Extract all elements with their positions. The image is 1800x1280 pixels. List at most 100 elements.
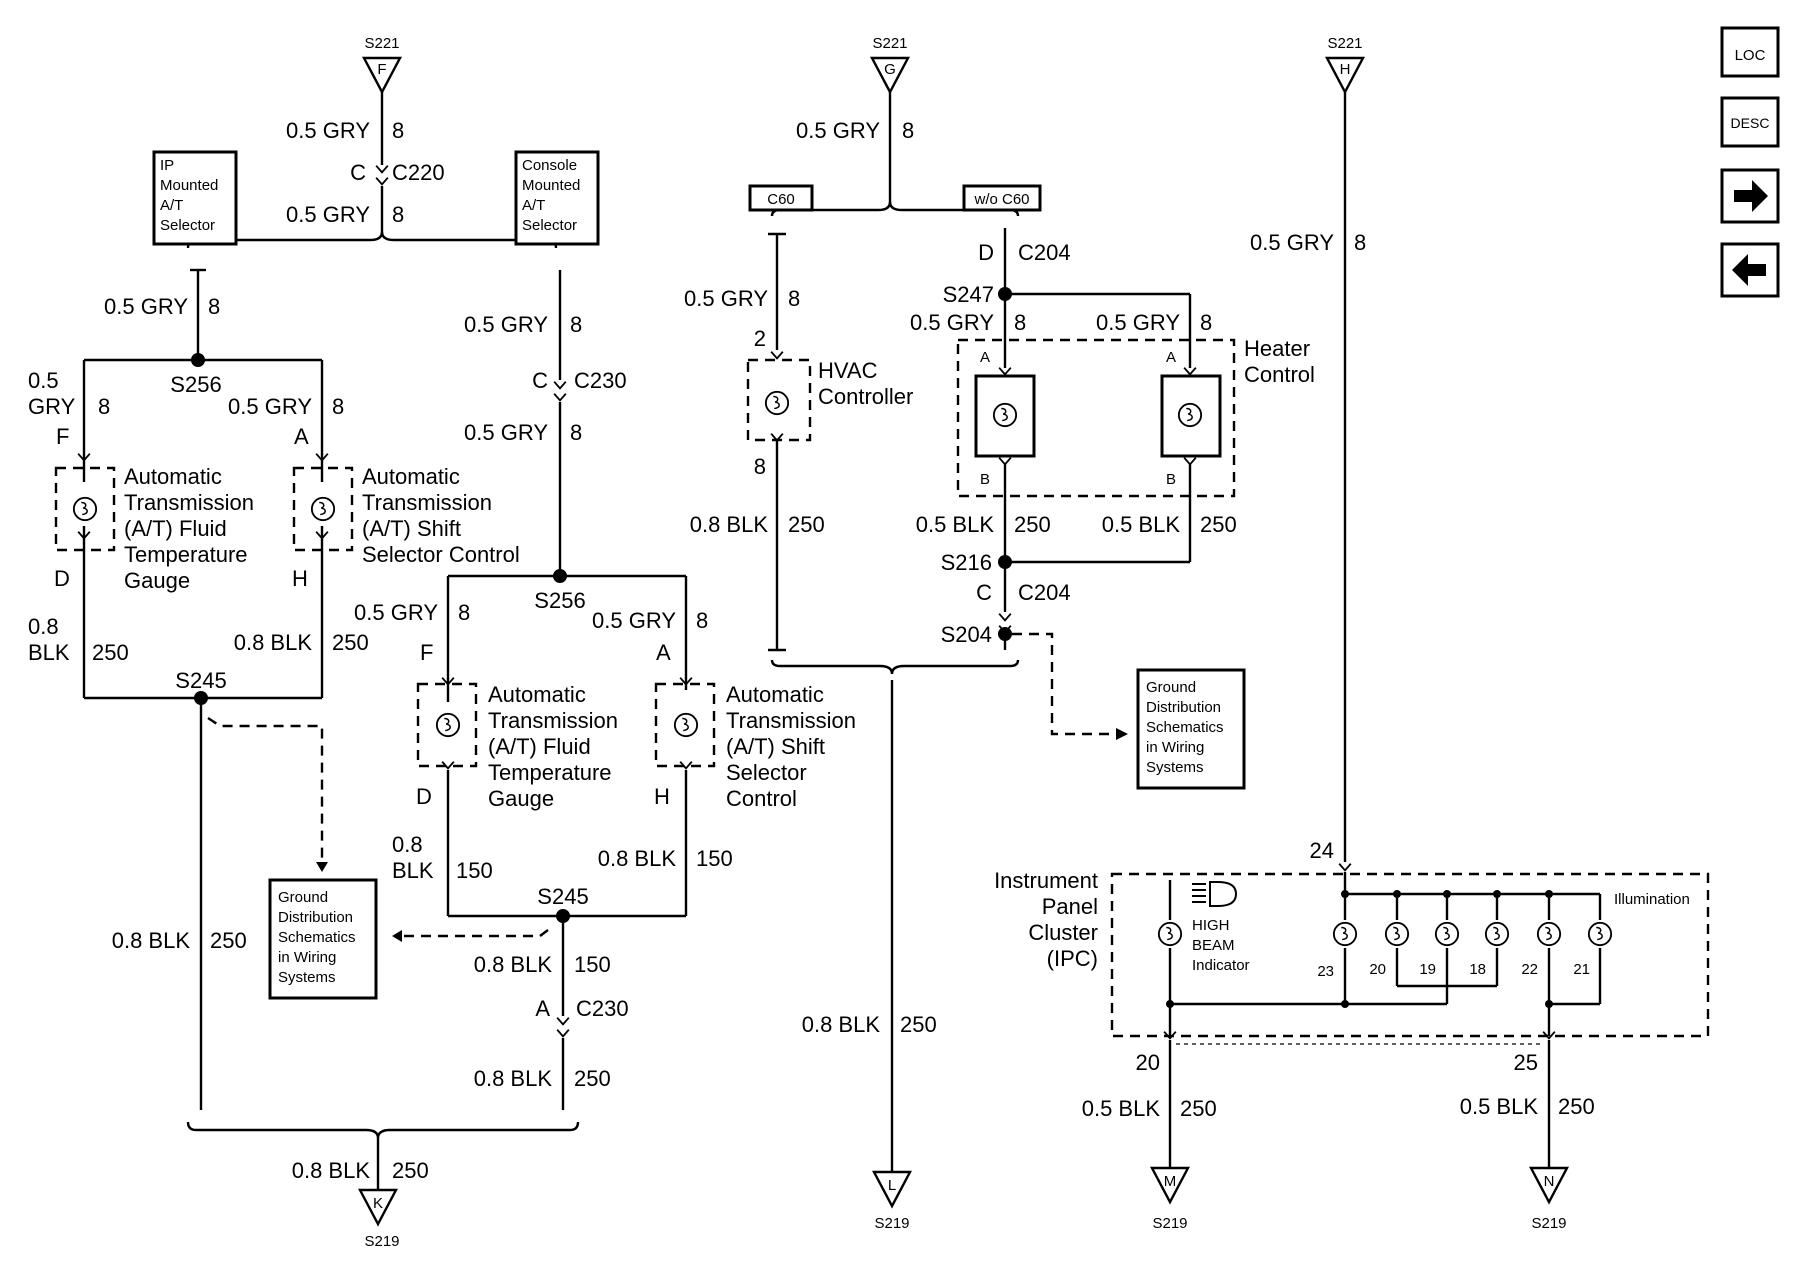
lbl-pin-a-left: A xyxy=(294,424,309,449)
at-fluid-temp-gauge-left xyxy=(54,452,116,552)
lbl-s204: S204 xyxy=(941,622,992,647)
lbl-pin-h-center: H xyxy=(654,784,670,809)
shift-l3: (A/T) Shift xyxy=(362,516,461,541)
lbl-blk-8: 0.8 BLK xyxy=(292,1158,371,1183)
lbl-s256-left: S256 xyxy=(170,372,221,397)
lbl-8-4: 8 xyxy=(98,394,110,419)
lbl-pin-h-left: H xyxy=(292,566,308,591)
console-line-3: A/T xyxy=(522,197,545,214)
lbl-blk-6: 0.8 BLK xyxy=(474,952,553,977)
loc-label: LOC xyxy=(1735,47,1766,64)
shift2-l4: Selector xyxy=(726,760,807,785)
lbl-pin-a-c230: A xyxy=(535,996,550,1021)
ip-mounted-box: IP Mounted A/T Selector xyxy=(152,150,238,246)
lbl-blk-r2: 0.5 BLK xyxy=(1460,1094,1539,1119)
lbl-8-m1: 8 xyxy=(902,118,914,143)
lbl-gry-m3: 0.5 GRY xyxy=(910,310,994,335)
lbl-gry-m4: 0.5 GRY xyxy=(1096,310,1180,335)
ipc-l1: Instrument xyxy=(994,868,1098,893)
console-line-2: Mounted xyxy=(522,177,580,194)
lbl-250-2: 250 xyxy=(332,630,369,655)
c60-label: C60 xyxy=(767,191,795,208)
lbl-pin-2: 2 xyxy=(754,326,766,351)
loc-button[interactable]: LOC xyxy=(1720,26,1780,78)
lbl-gry-8: 0.5 GRY xyxy=(354,600,438,625)
lbl-pin-d-center: D xyxy=(416,784,432,809)
heater-l2: Control xyxy=(1244,362,1315,387)
lbl-blk-1a: 0.8 xyxy=(28,614,59,639)
lbl-pin-a-heater1: A xyxy=(980,349,990,366)
shift2-l3: (A/T) Shift xyxy=(726,734,825,759)
ip-line-2: Mounted xyxy=(160,177,218,194)
fluid-l5: Gauge xyxy=(124,568,190,593)
left-section-wiring xyxy=(82,92,688,1190)
splice-s219-l: S219 xyxy=(874,1215,909,1232)
lbl-150-1: 150 xyxy=(456,858,493,883)
next-page-button[interactable] xyxy=(1720,168,1780,224)
splice-s221-g: S221 xyxy=(872,35,907,52)
lbl-c204-bottom: C204 xyxy=(1018,580,1071,605)
hb-l3: Indicator xyxy=(1192,957,1250,974)
desc-button[interactable]: DESC xyxy=(1720,96,1780,148)
lbl-250-5: 250 xyxy=(392,1158,429,1183)
heater-control xyxy=(956,338,1236,498)
prev-page-button[interactable] xyxy=(1720,242,1780,298)
top-connector-h: S221 H xyxy=(1325,35,1365,95)
lbl-s247: S247 xyxy=(943,282,994,307)
letter-k: K xyxy=(373,1195,383,1212)
lbl-pin-21: 21 xyxy=(1573,961,1590,978)
at-shift-selector-center xyxy=(654,676,716,770)
lbl-gry-2: 0.5 GRY xyxy=(286,202,370,227)
lbl-gry-9: 0.5 GRY xyxy=(592,608,676,633)
lbl-gry-4b: GRY xyxy=(28,394,76,419)
lbl-c204-top: C204 xyxy=(1018,240,1071,265)
lbl-8-7: 8 xyxy=(570,420,582,445)
lbl-s256-center: S256 xyxy=(534,588,585,613)
lbl-gry-1: 0.5 GRY xyxy=(286,118,370,143)
at-fluid-temp-gauge-center xyxy=(416,676,478,770)
c60-boxes: C60 w/o C60 xyxy=(748,184,1042,212)
lbl-pin-18: 18 xyxy=(1469,961,1486,978)
hb-l2: BEAM xyxy=(1192,937,1235,954)
letter-l: L xyxy=(888,1177,896,1194)
lbl-pin-20: 20 xyxy=(1136,1050,1160,1075)
ip-line-1: IP xyxy=(160,157,174,174)
lbl-pin-a-heater2: A xyxy=(1166,349,1176,366)
lbl-gry-r1: 0.5 GRY xyxy=(1250,230,1334,255)
high-beam-icon xyxy=(1192,881,1238,907)
hb-l1: HIGH xyxy=(1192,917,1230,934)
lbl-pin-c-c204: C xyxy=(976,580,992,605)
shift-l2: Transmission xyxy=(362,490,492,515)
letter-h: H xyxy=(1340,61,1351,78)
top-connector-f: S221 F xyxy=(362,35,402,95)
lbl-blk-5: 0.8 BLK xyxy=(598,846,677,871)
lbl-250-m2: 250 xyxy=(900,1012,937,1037)
lbl-pin-d-c204: D xyxy=(978,240,994,265)
ground-ref-box-right[interactable]: Ground Distribution Schematics in Wiring… xyxy=(1136,668,1246,790)
gnd1-l3: Schematics xyxy=(278,929,356,946)
lbl-250-4: 250 xyxy=(574,1066,611,1091)
ip-line-4: Selector xyxy=(160,217,215,234)
ground-ref-box-left[interactable]: Ground Distribution Schematics in Wiring… xyxy=(268,878,378,1000)
lbl-8-8: 8 xyxy=(458,600,470,625)
bottom-connector-n: N S219 xyxy=(1529,1166,1569,1232)
lbl-gry-5: 0.5 GRY xyxy=(228,394,312,419)
fluid2-l1: Automatic xyxy=(488,682,586,707)
lbl-pin-b-heater2: B xyxy=(1166,471,1176,488)
fluid-l4: Temperature xyxy=(124,542,248,567)
fluid2-l5: Gauge xyxy=(488,786,554,811)
shift2-l5: Control xyxy=(726,786,797,811)
shift-l1: Automatic xyxy=(362,464,460,489)
middle-section-wiring xyxy=(768,92,1192,1172)
heater-l1: Heater xyxy=(1244,336,1310,361)
lbl-blk-7: 0.8 BLK xyxy=(474,1066,553,1091)
gnd2-l5: Systems xyxy=(1146,759,1204,776)
lbl-c220: C220 xyxy=(392,160,445,185)
lbl-pin-c-c220: C xyxy=(350,160,366,185)
console-line-4: Selector xyxy=(522,217,577,234)
lbl-pin-25: 25 xyxy=(1514,1050,1538,1075)
lbl-blk-4b: BLK xyxy=(392,858,434,883)
lbl-blk-m1: 0.8 BLK xyxy=(690,512,769,537)
lbl-s245-center: S245 xyxy=(537,884,588,909)
ipc-l4: (IPC) xyxy=(1047,946,1098,971)
